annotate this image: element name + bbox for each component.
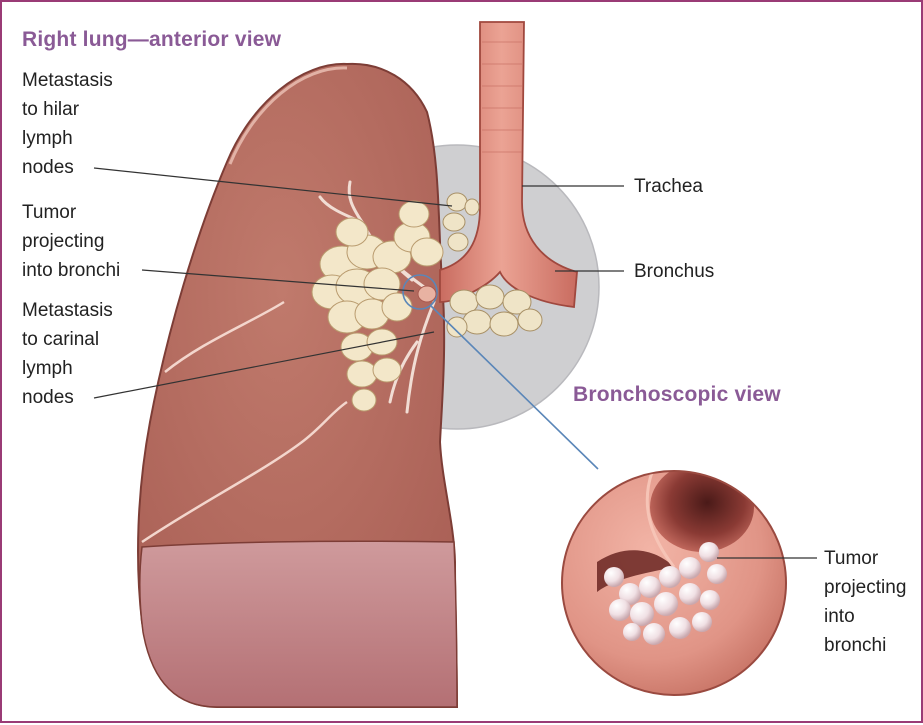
label-trachea: Trachea: [634, 172, 703, 201]
label-line: to hilar: [22, 95, 113, 124]
label-line: Metastasis: [22, 296, 113, 325]
label-line: to carinal: [22, 325, 113, 354]
label-line: lymph: [22, 124, 113, 153]
label-line: Metastasis: [22, 66, 113, 95]
lung-base: [140, 541, 457, 707]
label-line: projecting: [22, 227, 120, 256]
inset-title: Bronchoscopic view: [573, 383, 781, 407]
label-line: nodes: [22, 153, 113, 182]
label-line: into bronchi: [22, 256, 120, 285]
figure-title: Right lung—anterior view: [22, 28, 281, 52]
label-line: projecting: [824, 573, 906, 602]
label-line: bronchi: [824, 631, 906, 660]
label-carinal-metastasis: Metastasis to carinal lymph nodes: [22, 296, 113, 412]
bronchoscopic-inset: [562, 462, 786, 695]
label-bronchus: Bronchus: [634, 257, 714, 286]
label-hilar-metastasis: Metastasis to hilar lymph nodes: [22, 66, 113, 182]
label-line: Tumor: [22, 198, 120, 227]
label-line: nodes: [22, 383, 113, 412]
label-inset-tumor: Tumor projecting into bronchi: [824, 544, 906, 660]
label-line: lymph: [22, 354, 113, 383]
label-line: into: [824, 602, 906, 631]
label-tumor-bronchi: Tumor projecting into bronchi: [22, 198, 120, 285]
label-line: Tumor: [824, 544, 906, 573]
